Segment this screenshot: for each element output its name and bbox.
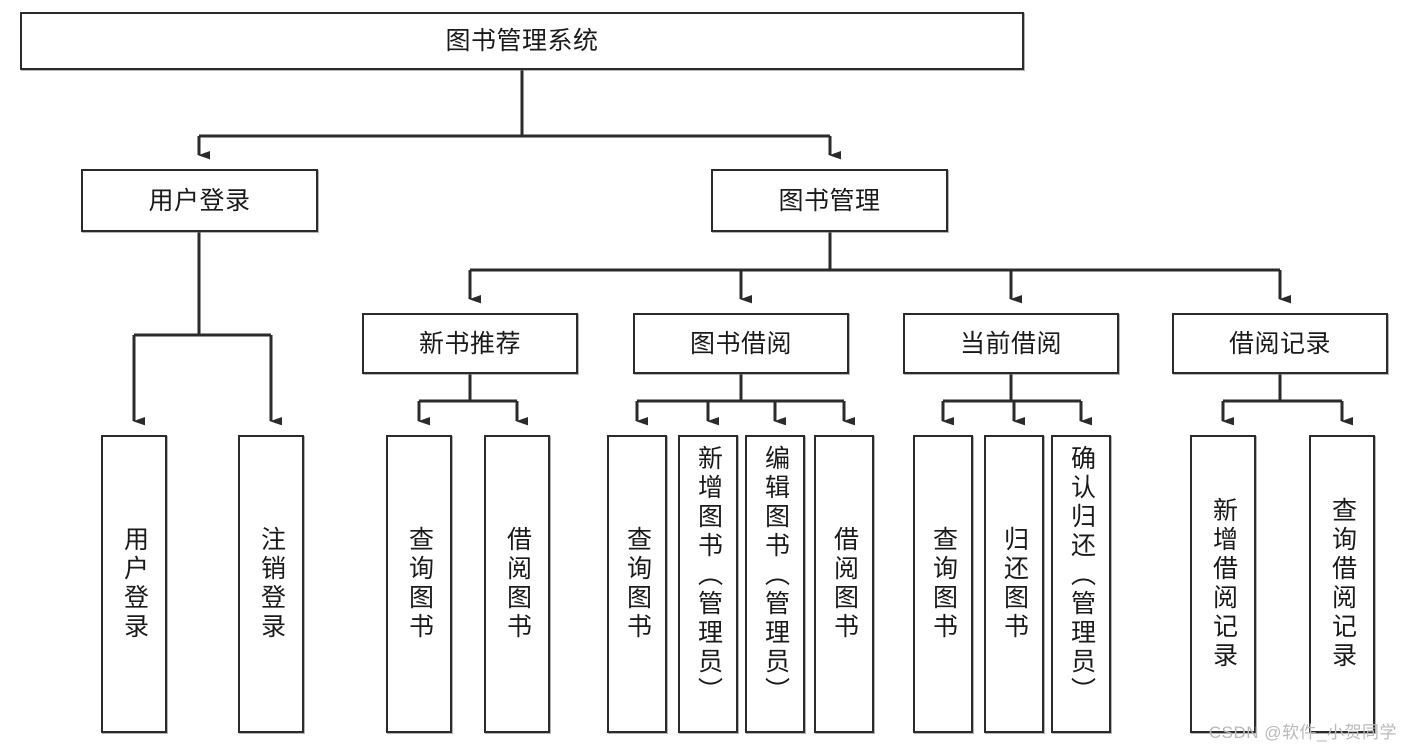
node-book-borrow[interactable]: 图书借阅 (633, 313, 849, 374)
node-leaf-add-record[interactable]: 新增借阅记录 (1190, 435, 1256, 733)
node-user-login[interactable]: 用户登录 (81, 169, 318, 232)
node-leaf-borrow-book-2[interactable]: 借阅图书 (814, 435, 874, 733)
node-leaf-confirm-return[interactable]: 确认归还（管理员） (1051, 435, 1111, 733)
node-label-leaf-user-login: 用户登录 (120, 526, 149, 642)
node-label-leaf-query-record: 查询借阅记录 (1328, 497, 1357, 671)
node-label-leaf-borrow-book-1: 借阅图书 (503, 526, 532, 642)
node-new-book-recommend[interactable]: 新书推荐 (362, 313, 578, 374)
node-book-manage[interactable]: 图书管理 (711, 169, 948, 232)
node-root[interactable]: 图书管理系统 (20, 12, 1024, 70)
node-label-leaf-borrow-book-2: 借阅图书 (830, 526, 859, 642)
node-leaf-query-record[interactable]: 查询借阅记录 (1309, 435, 1375, 733)
node-leaf-add-book[interactable]: 新增图书（管理员） (678, 435, 738, 733)
node-label-leaf-query-book-1: 查询图书 (405, 526, 434, 642)
node-leaf-borrow-book-1[interactable]: 借阅图书 (484, 435, 550, 733)
node-leaf-user-login[interactable]: 用户登录 (101, 435, 167, 733)
node-label-leaf-logout: 注销登录 (257, 526, 286, 642)
node-leaf-query-book-1[interactable]: 查询图书 (386, 435, 452, 733)
node-label-leaf-add-book: 新增图书（管理员） (694, 445, 723, 706)
node-label-root: 图书管理系统 (445, 27, 599, 55)
node-leaf-edit-book[interactable]: 编辑图书（管理员） (745, 435, 805, 733)
node-leaf-query-book-2[interactable]: 查询图书 (607, 435, 667, 733)
node-label-user-login: 用户登录 (148, 186, 251, 215)
node-label-borrow-record: 借阅记录 (1228, 329, 1331, 358)
node-label-leaf-query-book-2: 查询图书 (623, 526, 652, 642)
node-leaf-logout[interactable]: 注销登录 (238, 435, 304, 733)
node-label-leaf-edit-book: 编辑图书（管理员） (761, 445, 790, 706)
node-borrow-record[interactable]: 借阅记录 (1172, 313, 1388, 374)
node-label-leaf-query-book-3: 查询图书 (929, 526, 958, 642)
node-leaf-return-book[interactable]: 归还图书 (984, 435, 1044, 733)
node-label-leaf-add-record: 新增借阅记录 (1209, 497, 1238, 671)
node-label-book-manage: 图书管理 (778, 186, 881, 215)
node-label-leaf-return-book: 归还图书 (1000, 526, 1029, 642)
node-label-new-book-recommend: 新书推荐 (418, 329, 521, 358)
node-label-book-borrow: 图书借阅 (689, 329, 792, 358)
node-label-leaf-confirm-return: 确认归还（管理员） (1067, 445, 1096, 706)
node-leaf-query-book-3[interactable]: 查询图书 (913, 435, 973, 733)
node-label-current-borrow: 当前借阅 (959, 329, 1062, 358)
node-current-borrow[interactable]: 当前借阅 (903, 313, 1119, 374)
